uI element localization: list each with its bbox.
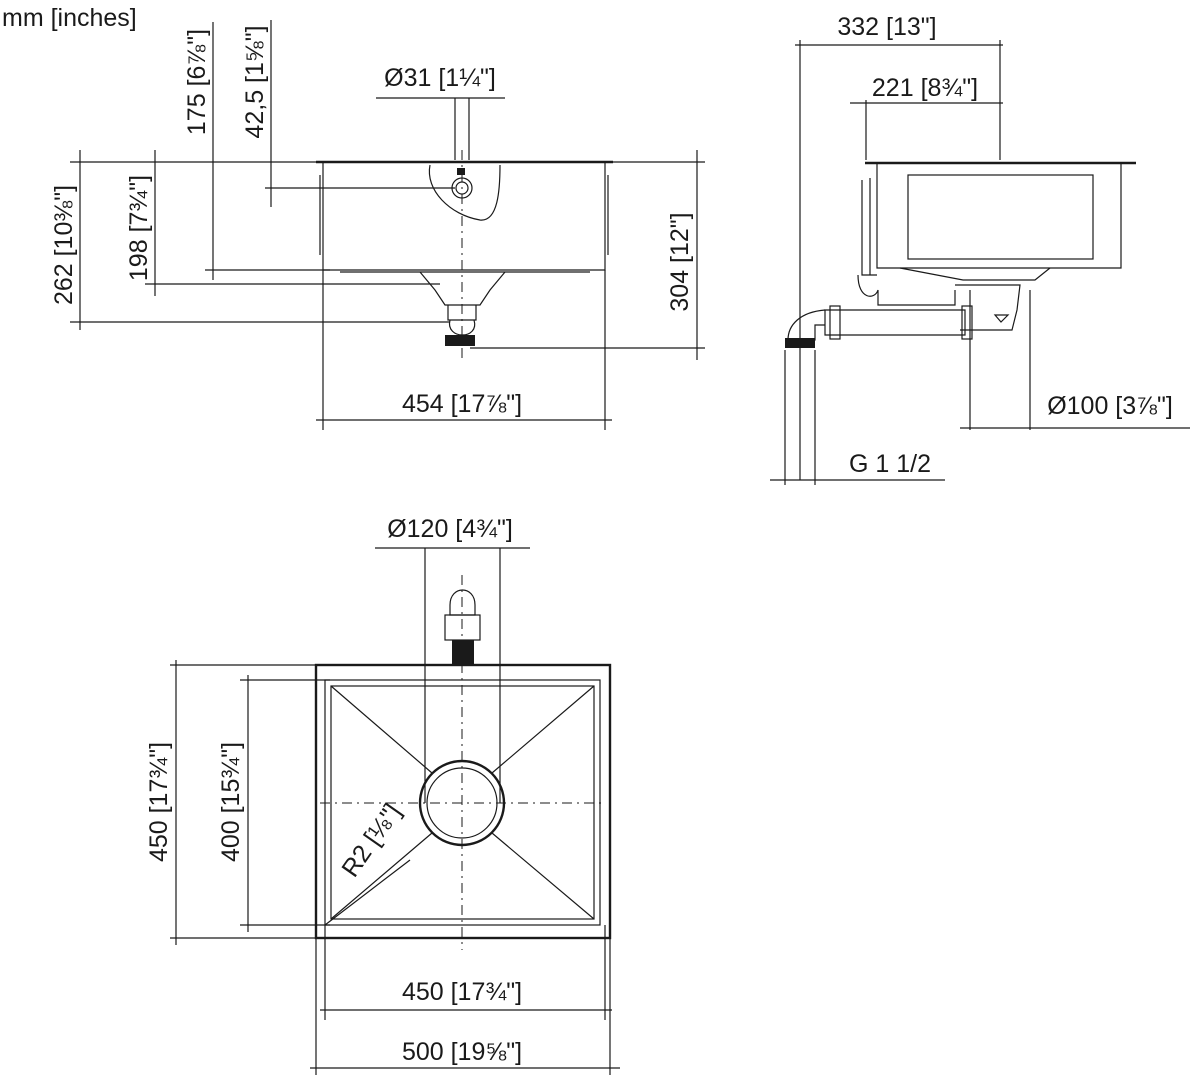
dim-454: 454 [17⅞"] bbox=[402, 390, 522, 418]
dim-thread: G 1 1/2 bbox=[849, 450, 931, 478]
dim-304: 304 [12"] bbox=[666, 212, 694, 311]
units-label: mm [inches] bbox=[2, 4, 137, 32]
dim-262: 262 [10⅜"] bbox=[50, 185, 78, 305]
dim-221: 221 [8¾"] bbox=[872, 74, 978, 102]
dim-175: 175 [6⅞"] bbox=[183, 29, 211, 135]
dim-radius: R2 [⅛"] bbox=[336, 799, 406, 883]
dim-198: 198 [7¾"] bbox=[125, 175, 153, 281]
dim-drain-diameter: Ø100 [3⅞"] bbox=[1047, 392, 1173, 420]
dim-332: 332 [13"] bbox=[837, 13, 936, 41]
dim-450-vertical: 450 [17¾"] bbox=[145, 742, 173, 862]
dim-overflow-diameter: Ø31 [1¼"] bbox=[384, 64, 496, 92]
plan-view: Ø120 [4¾"] 450 [17¾"] 400 [15¾"] R2 [⅛"]… bbox=[145, 515, 620, 1075]
front-view: 262 [10⅜"] 198 [7¾"] 175 [6⅞"] 42,5 [1⅝"… bbox=[50, 20, 705, 430]
dim-450-horizontal: 450 [17¾"] bbox=[402, 978, 522, 1006]
dim-500-horizontal: 500 [19⅝"] bbox=[402, 1038, 522, 1066]
dim-42-5: 42,5 [1⅝"] bbox=[241, 25, 269, 138]
dim-400-vertical: 400 [15¾"] bbox=[217, 742, 245, 862]
dim-tap-diameter: Ø120 [4¾"] bbox=[387, 515, 513, 543]
side-view: 332 [13"] 221 [8¾"] Ø100 [3⅞"] G 1 1/2 bbox=[770, 13, 1190, 485]
